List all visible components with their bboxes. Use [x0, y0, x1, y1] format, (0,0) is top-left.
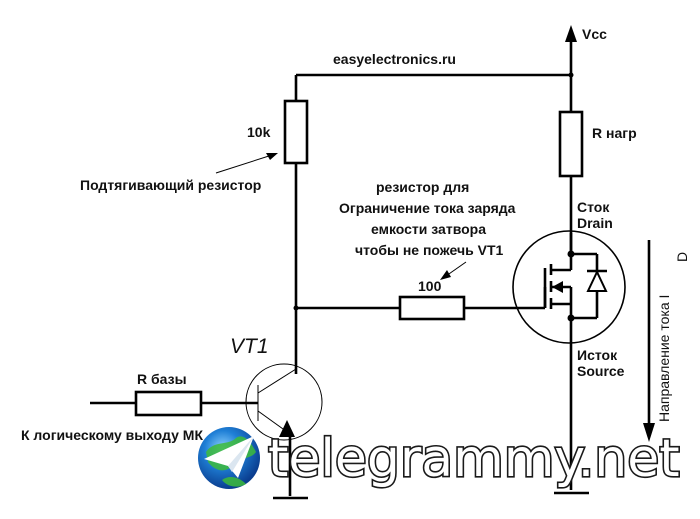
gate-annotation-line-2: Ограничение тока заряда [339, 200, 516, 216]
source-label-ru: Исток [577, 347, 618, 363]
transistor-label: VT1 [230, 335, 269, 358]
drain-label-en: Drain [577, 215, 613, 231]
load-resistor [558, 110, 584, 178]
gate-resistor-value: 100 [418, 278, 442, 294]
watermark-text: telegrammy.net [268, 429, 680, 489]
gate-annotation-line-1: резистор для [376, 179, 469, 195]
pullup-annotation-arrow-icon [215, 153, 278, 174]
gate-annotation-line-3: емкости затвора [371, 221, 486, 237]
vcc-arrow-icon [565, 25, 577, 112]
site-title: easyelectronics.ru [333, 51, 456, 67]
gate-annotation-arrow-icon [440, 261, 467, 280]
drain-label-ru: Сток [577, 199, 610, 215]
vcc-label: Vcc [582, 26, 607, 42]
gate-resistor [398, 295, 466, 321]
mosfet-symbol-icon [512, 230, 626, 344]
telegram-globe-icon [198, 427, 260, 489]
pullup-resistor-value: 10k [247, 124, 271, 140]
top-rail [294, 72, 574, 100]
pullup-resistor-annotation: Подтягивающий резистор [80, 177, 261, 193]
base-resistor [134, 390, 203, 417]
current-direction-subscript: D [674, 252, 690, 262]
source-label-en: Source [577, 363, 625, 379]
input-label: К логическому выходу МК [21, 427, 203, 443]
current-direction-arrow-icon [643, 240, 655, 442]
load-resistor-label: R нагр [592, 125, 637, 141]
gate-annotation-line-4: чтобы не пожечь VT1 [355, 242, 503, 258]
npn-transistor-icon [245, 363, 323, 441]
pullup-resistor [283, 99, 309, 165]
current-direction-label: Направление тока I [656, 295, 672, 422]
base-resistor-label: R базы [137, 371, 187, 387]
